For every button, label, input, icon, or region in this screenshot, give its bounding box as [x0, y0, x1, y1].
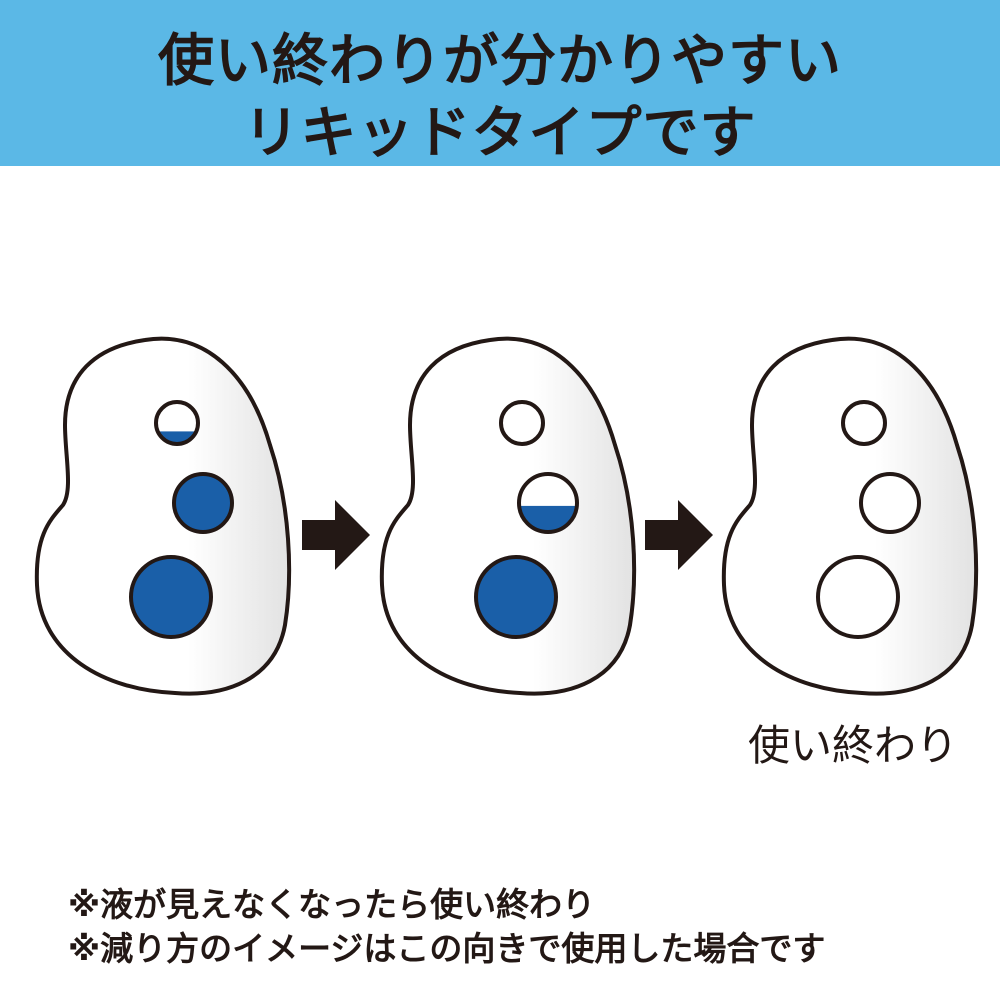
liquid-window-small	[501, 402, 543, 444]
empty-label: 使い終わり	[748, 721, 959, 770]
window-outline	[517, 472, 579, 534]
window-outline	[154, 400, 200, 446]
window-outline	[474, 555, 558, 639]
window-outline	[499, 400, 545, 446]
liquid-window-large	[818, 557, 898, 637]
liquid-window-medium	[861, 474, 919, 532]
note-2: ※減り方のイメージはこの向きで使用した場合です	[68, 929, 826, 968]
bean-half	[379, 336, 637, 696]
window-outline	[841, 400, 887, 446]
liquid-level	[131, 557, 211, 637]
arrow-icon	[302, 500, 370, 570]
bean-body	[379, 336, 637, 696]
bean-empty	[721, 336, 979, 696]
bean-body	[34, 336, 292, 696]
bean-full	[34, 336, 292, 696]
title-line-1: 使い終わりが分かりやすい	[158, 29, 842, 94]
window-outline	[129, 555, 213, 639]
window-outline	[816, 555, 900, 639]
arrow-icon	[645, 500, 713, 570]
window-outline	[172, 472, 234, 534]
bean-body	[721, 336, 979, 696]
liquid-level	[476, 557, 556, 637]
title-line-2: リキッドタイプです	[243, 101, 757, 166]
header-banner: 使い終わりが分かりやすい リキッドタイプです	[0, 0, 1000, 166]
window-outline	[859, 472, 921, 534]
liquid-window-small	[843, 402, 885, 444]
note-1: ※液が見えなくなったら使い終わり	[68, 885, 596, 924]
